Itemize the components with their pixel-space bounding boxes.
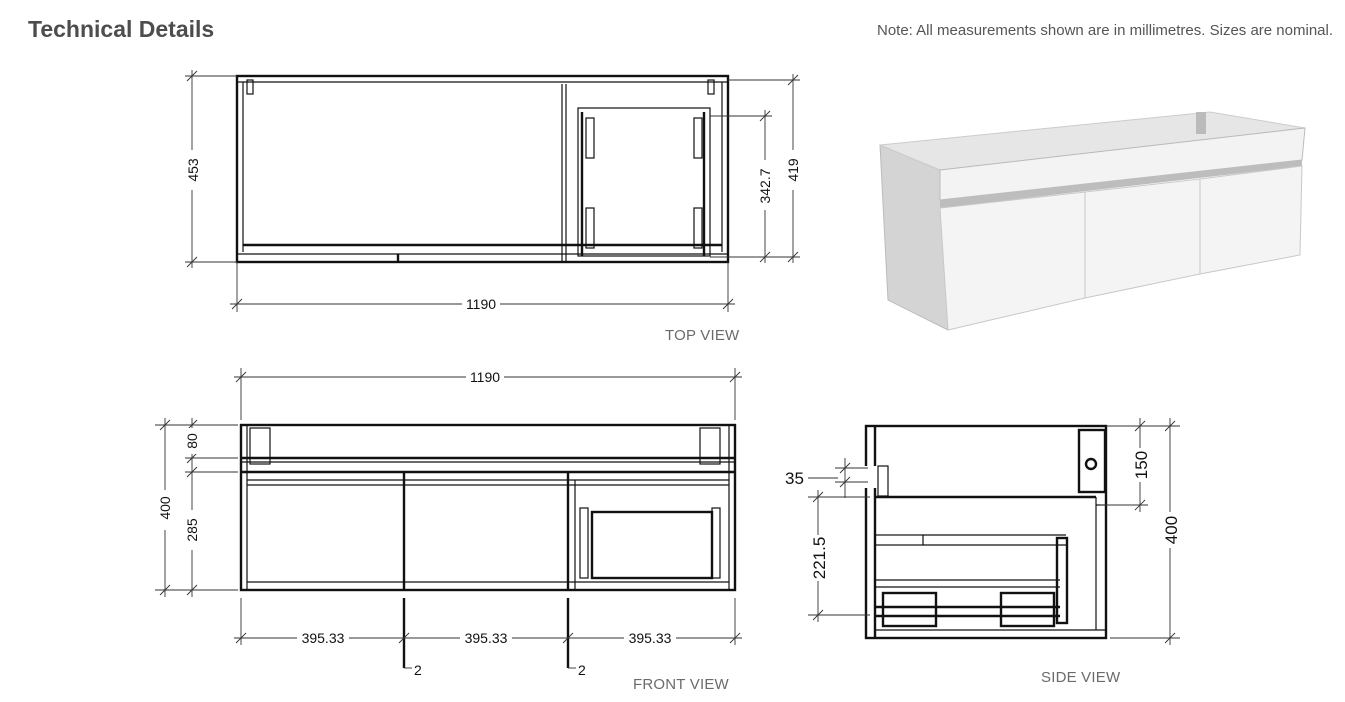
top-view-drawing [235,74,730,264]
dim-top-inner-depth: 419 [785,158,801,182]
dim-top-width: 1190 [466,296,496,312]
side-view-drawing [864,424,1108,640]
dim-side-drawer: 221.5 [810,537,829,580]
dim-side-upper: 150 [1132,451,1151,479]
front-view-drawing [239,423,737,592]
dim-front-width: 1190 [470,369,500,385]
dim-front-section-3: 395.33 [629,630,672,646]
dim-front-top-rail: 80 [184,433,200,449]
front-view-dimensions: 1190 400 80 285 395.33 395.33 395.33 2 2 [155,368,742,678]
side-view-dimensions: 150 400 35 221.5 [785,418,1181,645]
dim-front-section-1: 395.33 [302,630,345,646]
dim-front-gap-1: 2 [414,662,422,678]
dim-front-gap-2: 2 [578,662,586,678]
top-view-label: TOP VIEW [665,327,740,344]
page-title: Technical Details [28,16,215,42]
dim-front-drawer-height: 285 [184,518,200,542]
dim-top-depth: 453 [185,158,201,182]
dim-side-height: 400 [1162,516,1181,544]
measurement-note: Note: All measurements shown are in mill… [876,22,1333,39]
front-view-label: FRONT VIEW [633,676,729,693]
vanity-3d-render [879,111,1306,331]
dim-top-drawer-depth: 342.7 [757,168,773,203]
top-view-dimensions: 453 419 342.7 1190 [176,70,803,312]
dim-side-recess: 35 [785,469,804,488]
side-view-label: SIDE VIEW [1041,669,1121,686]
dim-front-height: 400 [157,496,173,520]
dim-front-section-2: 395.33 [465,630,508,646]
